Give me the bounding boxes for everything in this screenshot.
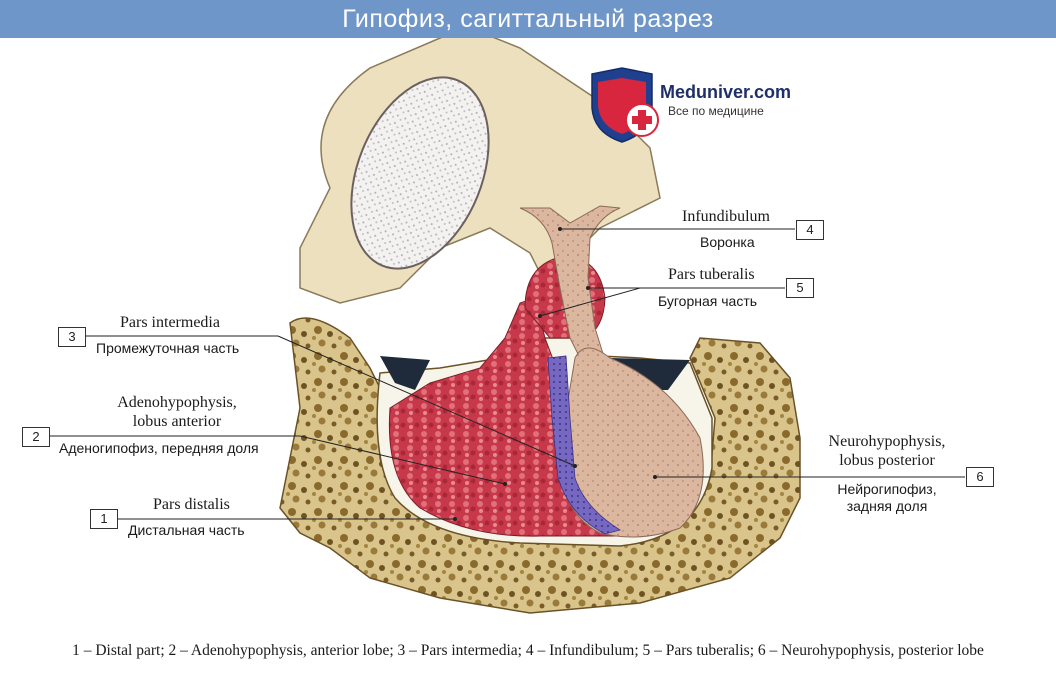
label-pars-distalis-latin: Pars distalis xyxy=(153,496,230,513)
label-neurohypophysis-russian: Нейрогипофиз, задняя доля xyxy=(837,481,937,514)
logo-tagline: Все по медицине xyxy=(668,104,764,118)
label-pars-tuberalis-russian: Бугорная часть xyxy=(658,293,758,309)
label-number-3: 3 xyxy=(58,327,86,347)
label-number-6: 6 xyxy=(966,467,994,487)
label-adenohypophysis-russian: Аденогипофиз, передняя доля xyxy=(59,440,259,456)
leader-lines xyxy=(50,228,965,520)
right-sinus xyxy=(610,358,690,390)
neurohypophysis xyxy=(559,347,704,538)
label-neurohypophysis-latin: Neurohypophysis, lobus posterior xyxy=(828,433,946,469)
label-number-5: 5 xyxy=(786,278,814,298)
label-pars-intermedia-latin: Pars intermedia xyxy=(120,314,220,331)
label-number-1: 1 xyxy=(90,509,118,529)
label-pars-intermedia-russian: Промежуточная часть xyxy=(96,340,240,356)
label-number-4: 4 xyxy=(796,220,824,240)
left-sinus xyxy=(380,356,430,390)
meduniver-logo-icon xyxy=(591,67,659,143)
infundibulum-stalk xyxy=(519,205,621,361)
pars-intermedia xyxy=(547,355,621,535)
page-title: Гипофиз, сагиттальный разрез xyxy=(0,0,1056,38)
pituitary-illustration xyxy=(50,38,965,614)
label-pars-tuberalis-latin: Pars tuberalis xyxy=(668,266,755,283)
label-infundibulum-russian: Воронка xyxy=(700,234,755,250)
optic-chiasm xyxy=(350,76,490,270)
label-pars-distalis-russian: Дистальная часть xyxy=(128,522,245,538)
label-adenohypophysis-latin: Adenohypophysis, lobus anterior xyxy=(117,394,237,430)
logo-name: Meduniver.com xyxy=(660,82,792,102)
leader-dots xyxy=(453,227,657,521)
label-number-2: 2 xyxy=(22,427,50,447)
label-infundibulum-latin: Infundibulum xyxy=(682,208,770,225)
figure-caption: 1 – Distal part; 2 – Adenohypophysis, an… xyxy=(72,642,984,659)
